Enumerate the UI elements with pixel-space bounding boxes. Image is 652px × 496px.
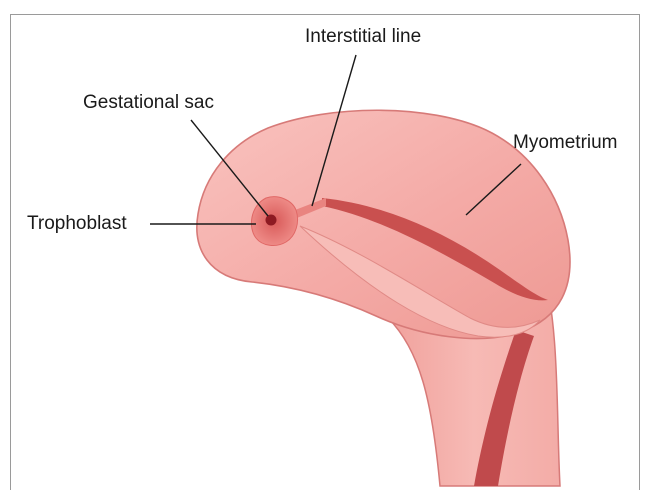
interstitial-line-label: Interstitial line	[305, 26, 421, 47]
myometrium-label: Myometrium	[513, 132, 618, 153]
gestational-sac-core	[266, 215, 277, 226]
trophoblast-label: Trophoblast	[27, 213, 127, 234]
gestational-sac-label: Gestational sac	[83, 92, 214, 113]
